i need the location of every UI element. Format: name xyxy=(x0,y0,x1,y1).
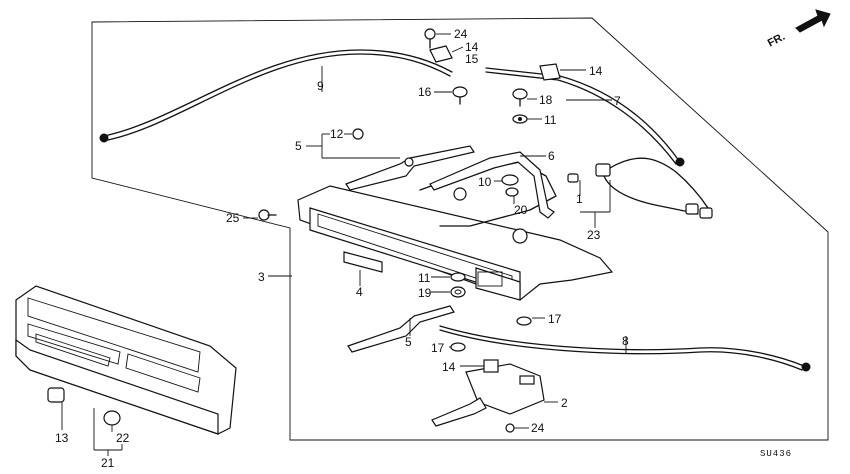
callout-23: 23 xyxy=(587,228,601,242)
callout-10: 10 xyxy=(478,175,492,189)
clip-14-right xyxy=(539,63,561,81)
label-plate-4 xyxy=(343,251,383,273)
lever-6 xyxy=(429,151,555,219)
lever-5-lower xyxy=(347,305,455,353)
pin-16 xyxy=(452,86,468,105)
nut-12 xyxy=(352,128,364,140)
callout-1: 1 xyxy=(576,192,583,206)
callout-8: 8 xyxy=(622,334,629,348)
callout-12: 12 xyxy=(330,127,344,141)
callout-7: 7 xyxy=(614,94,621,108)
callout-16: 16 xyxy=(418,85,432,99)
callout-4: 4 xyxy=(356,285,363,299)
callout-14-top: 14 xyxy=(465,40,479,54)
front-direction-label: FR. xyxy=(766,31,787,50)
assembly-boundary xyxy=(91,17,829,441)
control-bracket-3 xyxy=(297,161,614,301)
screw-24-top xyxy=(424,28,436,49)
cable-9 xyxy=(99,49,453,143)
lever-5-upper xyxy=(345,145,475,191)
callout-15: 15 xyxy=(465,52,479,66)
callout-11-lower: 11 xyxy=(418,271,431,285)
callout-6: 6 xyxy=(548,149,555,163)
callout-18: 18 xyxy=(539,93,553,107)
drawing-code: SU436 xyxy=(760,449,792,459)
callout-2: 2 xyxy=(561,396,568,410)
callout-25: 25 xyxy=(226,211,240,225)
bulb-22 xyxy=(103,410,121,426)
callout-17-right: 17 xyxy=(548,312,562,326)
callout-19: 19 xyxy=(418,286,432,300)
cable-7 xyxy=(485,67,685,167)
washer-19 xyxy=(450,286,466,298)
control-panel-bezel-21 xyxy=(15,285,237,435)
washer-11-top xyxy=(512,114,528,124)
knob-13 xyxy=(47,387,65,403)
callout-21: 21 xyxy=(101,456,115,470)
callout-3: 3 xyxy=(258,270,265,284)
leader-lines xyxy=(61,33,627,456)
callout-5-lower: 5 xyxy=(405,335,412,349)
pin-18 xyxy=(512,88,528,107)
callout-9: 9 xyxy=(317,79,324,93)
washer-17-right xyxy=(516,316,532,326)
callout-24-top: 24 xyxy=(454,27,468,41)
callout-17-left: 17 xyxy=(431,341,445,355)
callout-14-lower: 14 xyxy=(442,360,456,374)
callout-20: 20 xyxy=(514,203,528,217)
wire-harness-23 xyxy=(567,157,713,219)
washer-11-lower xyxy=(450,272,466,282)
washer-10 xyxy=(501,174,519,186)
washer-17-left xyxy=(450,342,466,352)
screw-24-bottom xyxy=(505,423,515,433)
front-direction-marker: FR. xyxy=(766,9,831,50)
callout-14-right: 14 xyxy=(589,64,603,78)
clip-14-lower xyxy=(483,359,499,373)
callout-13: 13 xyxy=(55,431,69,445)
callout-11-top: 11 xyxy=(544,113,557,127)
clip-14-top xyxy=(429,45,453,63)
callout-labels: 24 14 15 14 9 16 18 7 11 12 5 6 10 1 20 … xyxy=(55,27,629,470)
washer-20 xyxy=(505,187,519,197)
cable-8 xyxy=(439,325,811,372)
callout-22: 22 xyxy=(116,431,130,445)
callout-5-upper: 5 xyxy=(295,139,302,153)
motor-2 xyxy=(431,363,545,427)
callout-24-bottom: 24 xyxy=(531,421,545,435)
screw-25 xyxy=(258,209,277,221)
